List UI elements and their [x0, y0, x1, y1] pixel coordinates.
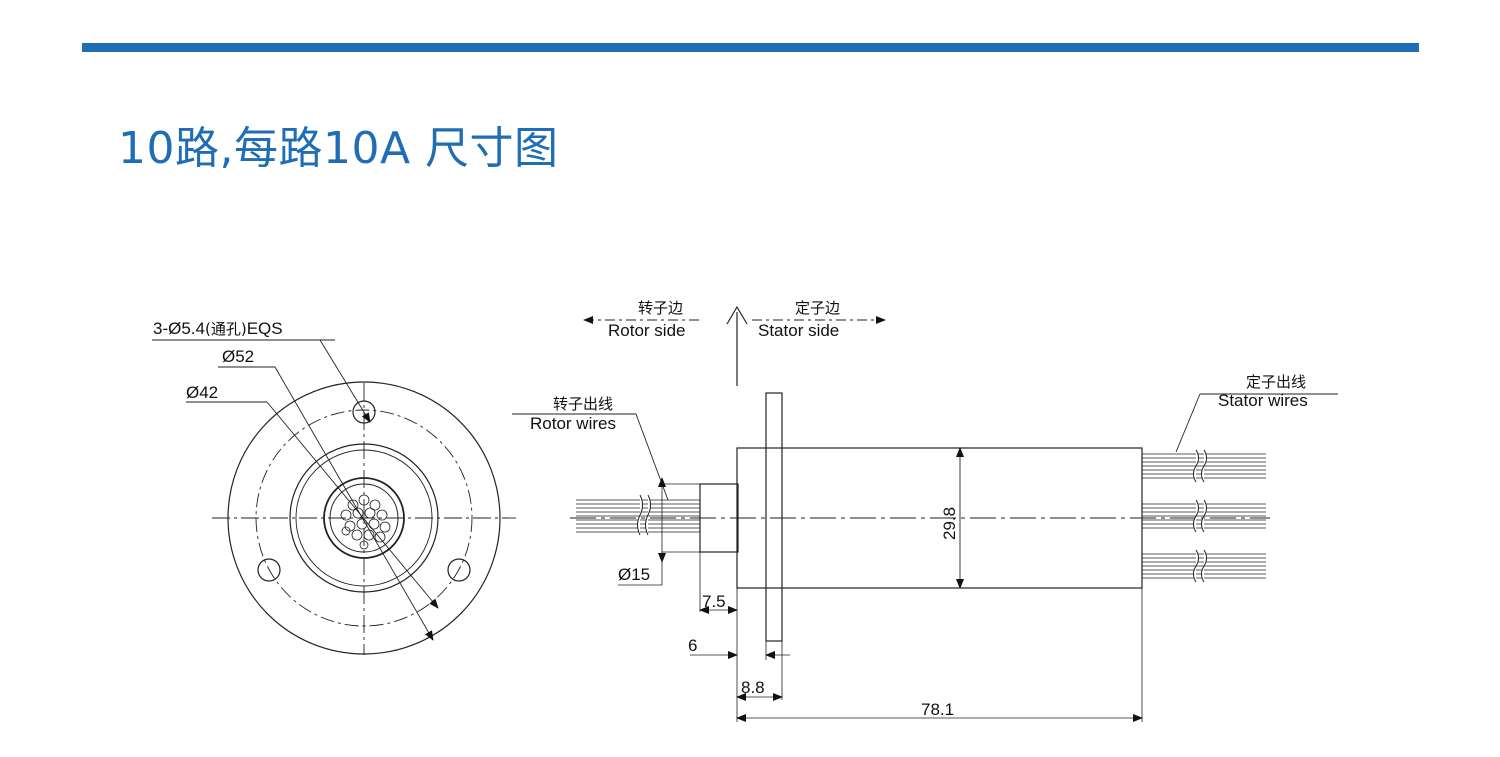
front-view-labels: 3-Ø5.4(通孔)EQS Ø52 Ø42 — [153, 319, 283, 402]
rotor-side-en-label: Rotor side — [608, 321, 685, 340]
stator-wires-en-label: Stator wires — [1218, 391, 1308, 410]
rotor-wire-break — [637, 494, 651, 536]
rotor-shaft — [699, 483, 739, 553]
front-view — [152, 339, 516, 655]
stator-side-cn-label: 定子边 — [795, 299, 840, 317]
hole-leader — [319, 339, 371, 423]
side-view-labels: 转子边 Rotor side 定子边 Stator side 转子出线 Roto… — [530, 299, 1308, 719]
total-length-label: 78.1 — [921, 700, 954, 719]
stator-wires-leader — [1175, 393, 1201, 453]
outer-diameter-leader — [274, 366, 434, 641]
shaft-outline — [323, 477, 405, 559]
stator-wires-cn-label: 定子出线 — [1246, 373, 1306, 391]
shaft-inner — [329, 483, 399, 553]
divider-arrow — [726, 305, 748, 325]
flange-offset-label: 6 — [688, 636, 697, 655]
mount-hole-right — [447, 558, 471, 582]
wire-bundle-front — [340, 494, 391, 550]
rotor-wires-en-label: Rotor wires — [530, 414, 616, 433]
body-outline — [289, 443, 439, 593]
rotor-wires-leader — [635, 413, 669, 501]
side-view — [512, 305, 1338, 722]
body-diameter-label: 29.8 — [940, 507, 959, 540]
mount-hole-left — [257, 558, 281, 582]
page-title: 10路,每路10A 尺寸图 — [118, 123, 559, 174]
flange-outline — [227, 381, 501, 655]
rotor-side-cn-label: 转子边 — [638, 299, 683, 317]
body-inner-outline — [295, 449, 433, 587]
header-accent-bar — [82, 43, 1419, 52]
mount-hole-top — [352, 400, 376, 424]
flange-width-label: 8.8 — [741, 678, 765, 697]
slip-ring-body — [736, 447, 1143, 589]
inner-diameter-label: Ø42 — [186, 383, 218, 402]
shaft-diameter-label: Ø15 — [618, 565, 650, 584]
rotor-wires-cn-label: 转子出线 — [553, 395, 613, 413]
hole-spec-label: 3-Ø5.4(通孔)EQS — [153, 319, 283, 338]
inner-diameter-leader — [266, 401, 439, 609]
bolt-circle — [255, 409, 473, 627]
shaft-length-label: 7.5 — [702, 592, 726, 611]
outer-diameter-label: Ø52 — [222, 347, 254, 366]
stator-wire-breaks — [1193, 449, 1207, 583]
flange — [765, 392, 783, 642]
stator-side-en-label: Stator side — [758, 321, 839, 340]
